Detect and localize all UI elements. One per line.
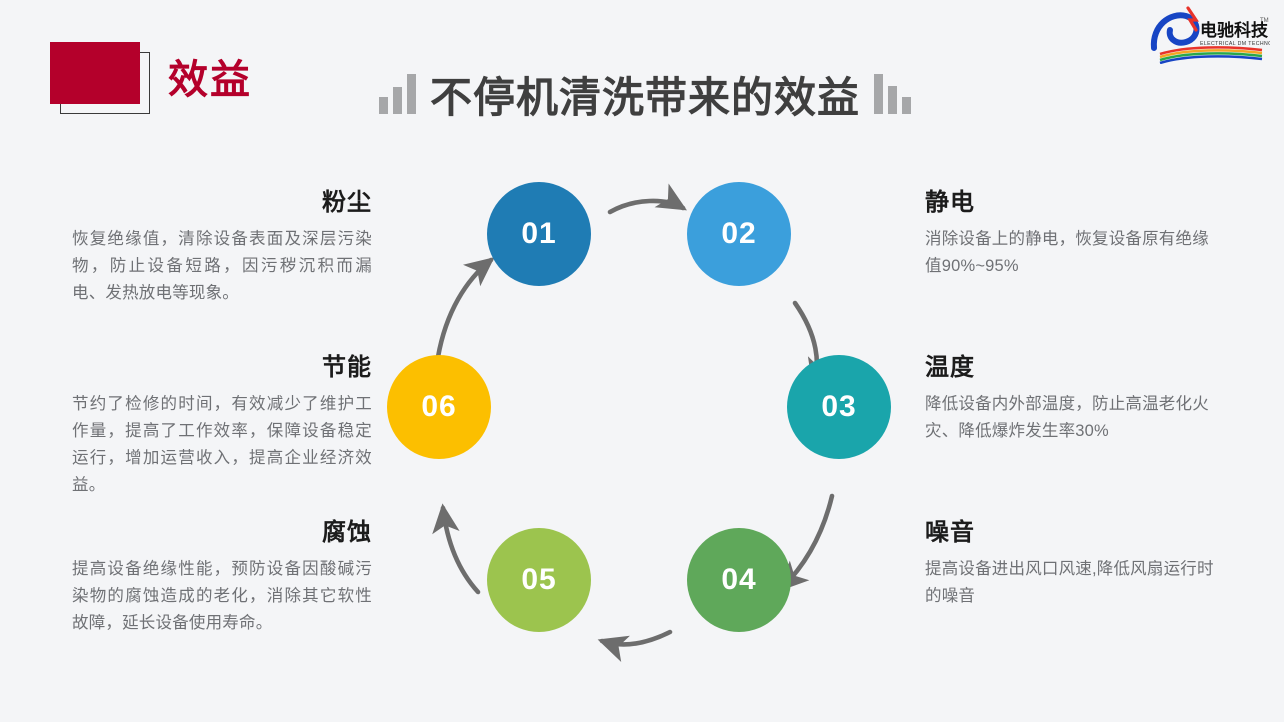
cycle-node-03-label: 03: [821, 390, 857, 423]
cycle-node-01[interactable]: 01: [487, 182, 591, 286]
benefit-static-body: 消除设备上的静电，恢复设备原有绝缘值90%~95%: [925, 230, 1209, 275]
cycle-node-06[interactable]: 06: [387, 355, 491, 459]
benefit-block-temperature: 温度 降低设备内外部温度，防止高温老化火灾、降低爆炸发生率30%: [925, 347, 1225, 445]
section-label: 效益: [168, 58, 252, 102]
cycle-node-02-label: 02: [721, 217, 757, 250]
cycle-node-06-label: 06: [421, 390, 457, 423]
benefit-block-energy: 节能 节约了检修的时间，有效减少了维护工作量，提高了工作效率，保障设备稳定运行，…: [72, 347, 372, 499]
benefit-static-title: 静电: [925, 189, 975, 216]
svg-text:电驰科技: 电驰科技: [1200, 20, 1269, 40]
cycle-node-05[interactable]: 05: [487, 528, 591, 632]
benefit-dust-title: 粉尘: [322, 189, 372, 216]
cycle-node-04-label: 04: [721, 563, 757, 596]
benefit-noise-title: 噪音: [925, 519, 975, 546]
section-badge: [50, 42, 150, 114]
benefit-dust-body: 恢复绝缘值，清除设备表面及深层污染物，防止设备短路，因污秽沉积而漏电、发热放电等…: [72, 230, 372, 302]
cycle-node-03[interactable]: 03: [787, 355, 891, 459]
benefit-corrosion-body: 提高设备绝缘性能，预防设备因酸碱污染物的腐蚀造成的老化，消除其它软性故障，延长设…: [72, 560, 372, 632]
bar-chart-decoration-right-icon: [874, 74, 911, 114]
benefit-energy-title: 节能: [322, 354, 372, 381]
company-logo: 电驰科技 ELECTRICAL DM TECHNOLOGY TM: [1142, 4, 1284, 65]
benefit-block-dust: 粉尘 恢复绝缘值，清除设备表面及深层污染物，防止设备短路，因污秽沉积而漏电、发热…: [72, 182, 372, 307]
benefit-corrosion-title: 腐蚀: [322, 519, 372, 546]
badge-solid-square: [50, 42, 140, 104]
cycle-diagram: 01 02 03 04 05 06: [370, 160, 910, 680]
benefit-block-static: 静电 消除设备上的静电，恢复设备原有绝缘值90%~95%: [925, 182, 1225, 280]
benefit-block-corrosion: 腐蚀 提高设备绝缘性能，预防设备因酸碱污染物的腐蚀造成的老化，消除其它软性故障，…: [72, 512, 372, 637]
bar-chart-decoration-left-icon: [378, 74, 416, 114]
benefit-noise-body: 提高设备进出风口风速,降低风扇运行时的噪音: [925, 560, 1214, 605]
benefit-temperature-title: 温度: [925, 354, 975, 381]
cycle-node-05-label: 05: [521, 563, 557, 596]
benefit-block-noise: 噪音 提高设备进出风口风速,降低风扇运行时的噪音: [925, 512, 1225, 610]
title-row: 不停机清洗带来的效益: [340, 62, 950, 126]
benefit-temperature-body: 降低设备内外部温度，防止高温老化火灾、降低爆炸发生率30%: [925, 395, 1209, 440]
svg-text:TM: TM: [1260, 18, 1269, 24]
cycle-node-02[interactable]: 02: [687, 182, 791, 286]
cycle-node-04[interactable]: 04: [687, 528, 791, 632]
cycle-node-01-label: 01: [521, 217, 557, 250]
page-title: 不停机清洗带来的效益: [429, 73, 860, 121]
benefit-energy-body: 节约了检修的时间，有效减少了维护工作量，提高了工作效率，保障设备稳定运行，增加运…: [72, 395, 372, 494]
svg-text:ELECTRICAL DM TECHNOLOGY: ELECTRICAL DM TECHNOLOGY: [1200, 41, 1270, 47]
